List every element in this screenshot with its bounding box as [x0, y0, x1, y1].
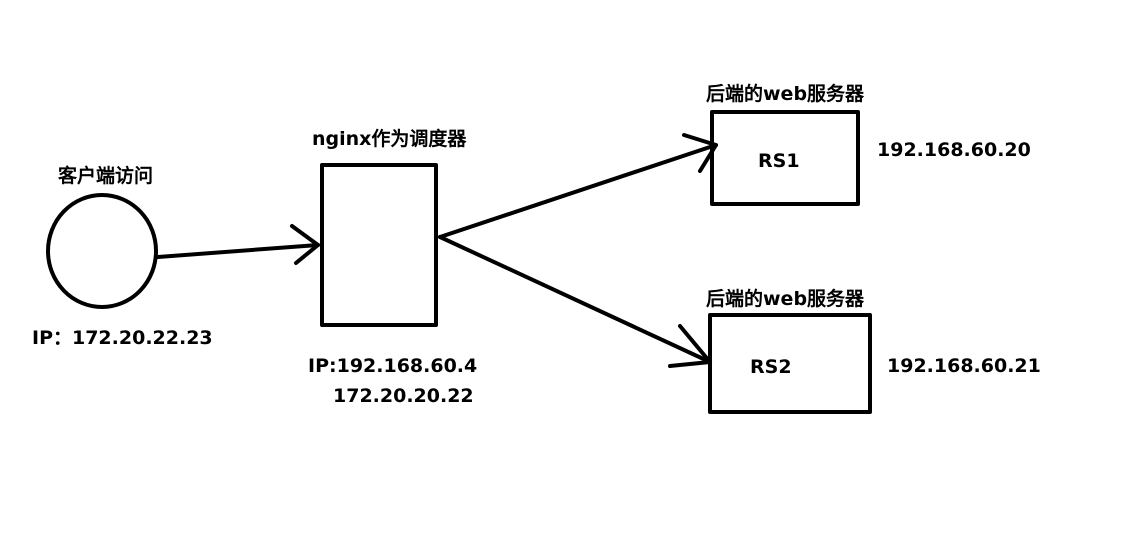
- rs1-node: [710, 110, 860, 206]
- arrow-head-rs2: [668, 324, 712, 368]
- rs2-title: 后端的web服务器: [706, 288, 865, 310]
- rs2-ip: 192.168.60.21: [887, 355, 1041, 377]
- rs1-name: RS1: [758, 150, 800, 172]
- scheduler-ip-line1: IP:192.168.60.4: [308, 355, 478, 377]
- rs1-title: 后端的web服务器: [706, 83, 865, 105]
- client-ip: IP：172.20.22.23: [32, 327, 213, 349]
- client-node: [46, 193, 158, 309]
- arrow-client-to-scheduler: [156, 243, 320, 259]
- scheduler-node: [320, 163, 438, 327]
- client-title: 客户端访问: [58, 165, 154, 187]
- scheduler-ip-line2: 172.20.20.22: [333, 385, 474, 407]
- arrow-scheduler-to-rs1: [438, 143, 718, 239]
- scheduler-title: nginx作为调度器: [312, 128, 467, 150]
- arrow-head-scheduler: [290, 224, 320, 265]
- rs2-name: RS2: [750, 356, 792, 378]
- arrow-scheduler-to-rs2: [438, 235, 712, 364]
- rs1-ip: 192.168.60.20: [877, 139, 1031, 161]
- arrow-head-rs1: [682, 133, 718, 173]
